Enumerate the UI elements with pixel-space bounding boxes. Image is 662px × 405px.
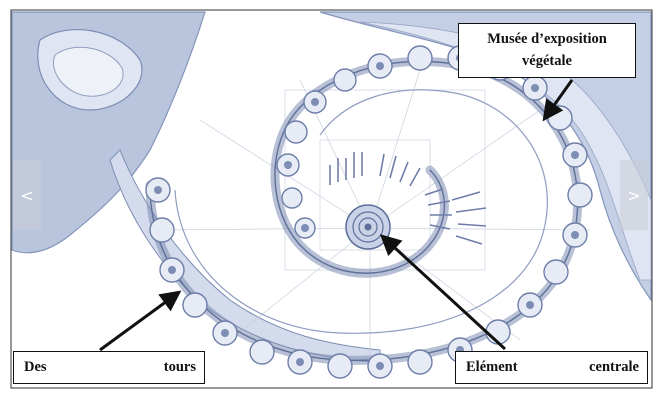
central-element — [346, 205, 390, 249]
label-element-word1: Elément — [466, 359, 518, 376]
label-tours-word1: Des — [24, 359, 47, 376]
label-musee-line1: Musée d’exposition — [459, 28, 635, 50]
label-des-tours: Des tours — [13, 351, 205, 384]
label-element-word2: centrale — [589, 359, 639, 376]
next-arrow-icon[interactable]: > — [620, 160, 648, 230]
previous-arrow-icon[interactable]: < — [13, 160, 41, 230]
label-musee-exposition: Musée d’exposition végétale — [458, 23, 636, 78]
label-tours-word2: tours — [164, 359, 196, 376]
label-element-centrale: Elément centrale — [455, 351, 648, 384]
label-musee-line2: végétale — [459, 50, 635, 72]
